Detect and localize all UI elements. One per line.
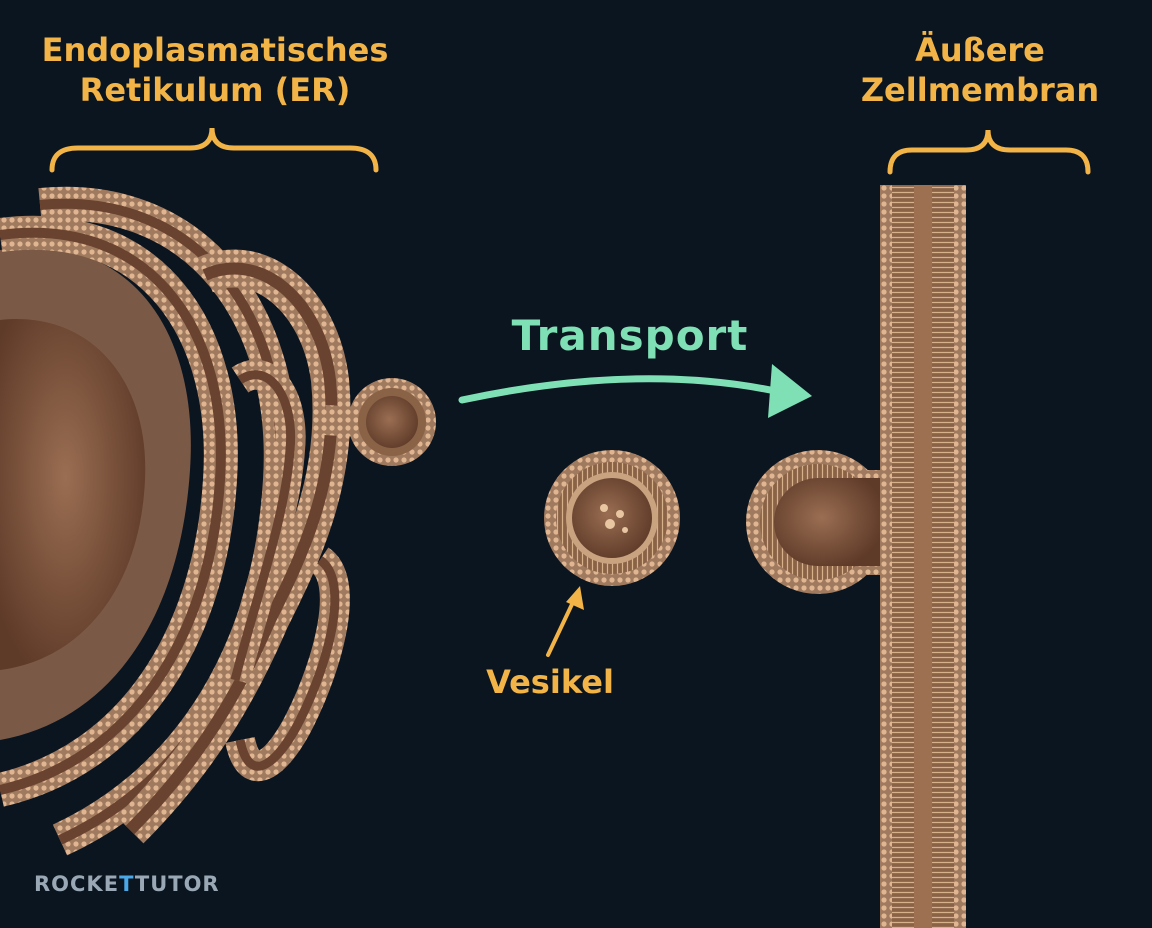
er-nucleus-lumen — [0, 319, 146, 670]
er-cisterna-4-core — [230, 370, 296, 682]
vesicle-label: Vesikel — [486, 663, 614, 701]
er-budding-vesicle-lumen — [366, 396, 418, 448]
logo-text-part2: TUTOR — [134, 872, 220, 896]
vesicle-pointer-arrowhead — [566, 586, 584, 610]
er-cisterna-3-core — [125, 262, 338, 835]
logo-rocket-icon: T — [119, 872, 135, 896]
membrane-fusing-vesicle-lumen — [774, 478, 880, 566]
membrane-brace — [887, 129, 1091, 175]
transport-arrowhead — [768, 364, 812, 418]
transport-arrow — [458, 375, 784, 404]
transport-label: Transport — [511, 311, 749, 360]
membrane-label-line1: Äußere — [915, 31, 1045, 69]
er-cisterna-1-core — [0, 227, 226, 795]
vesicle-pointer-arrow — [546, 598, 576, 657]
cell-membrane — [746, 185, 966, 928]
er-label-line1: Endoplasmatisches — [41, 31, 389, 69]
endoplasmic-reticulum — [0, 186, 436, 856]
logo-text-part1: ROCKE — [34, 872, 120, 896]
er-cisterna-5-core — [235, 556, 340, 771]
membrane-label-line2: Zellmembran — [860, 71, 1100, 109]
membrane-label: Äußere Zellmembran — [860, 30, 1100, 110]
er-label: Endoplasmatisches Retikulum (ER) — [20, 30, 410, 110]
er-brace — [49, 127, 379, 173]
er-label-line2: Retikulum (ER) — [79, 71, 351, 109]
vesicle — [544, 450, 680, 586]
rocket-tutor-logo: ROCKETTUTOR — [34, 872, 220, 896]
